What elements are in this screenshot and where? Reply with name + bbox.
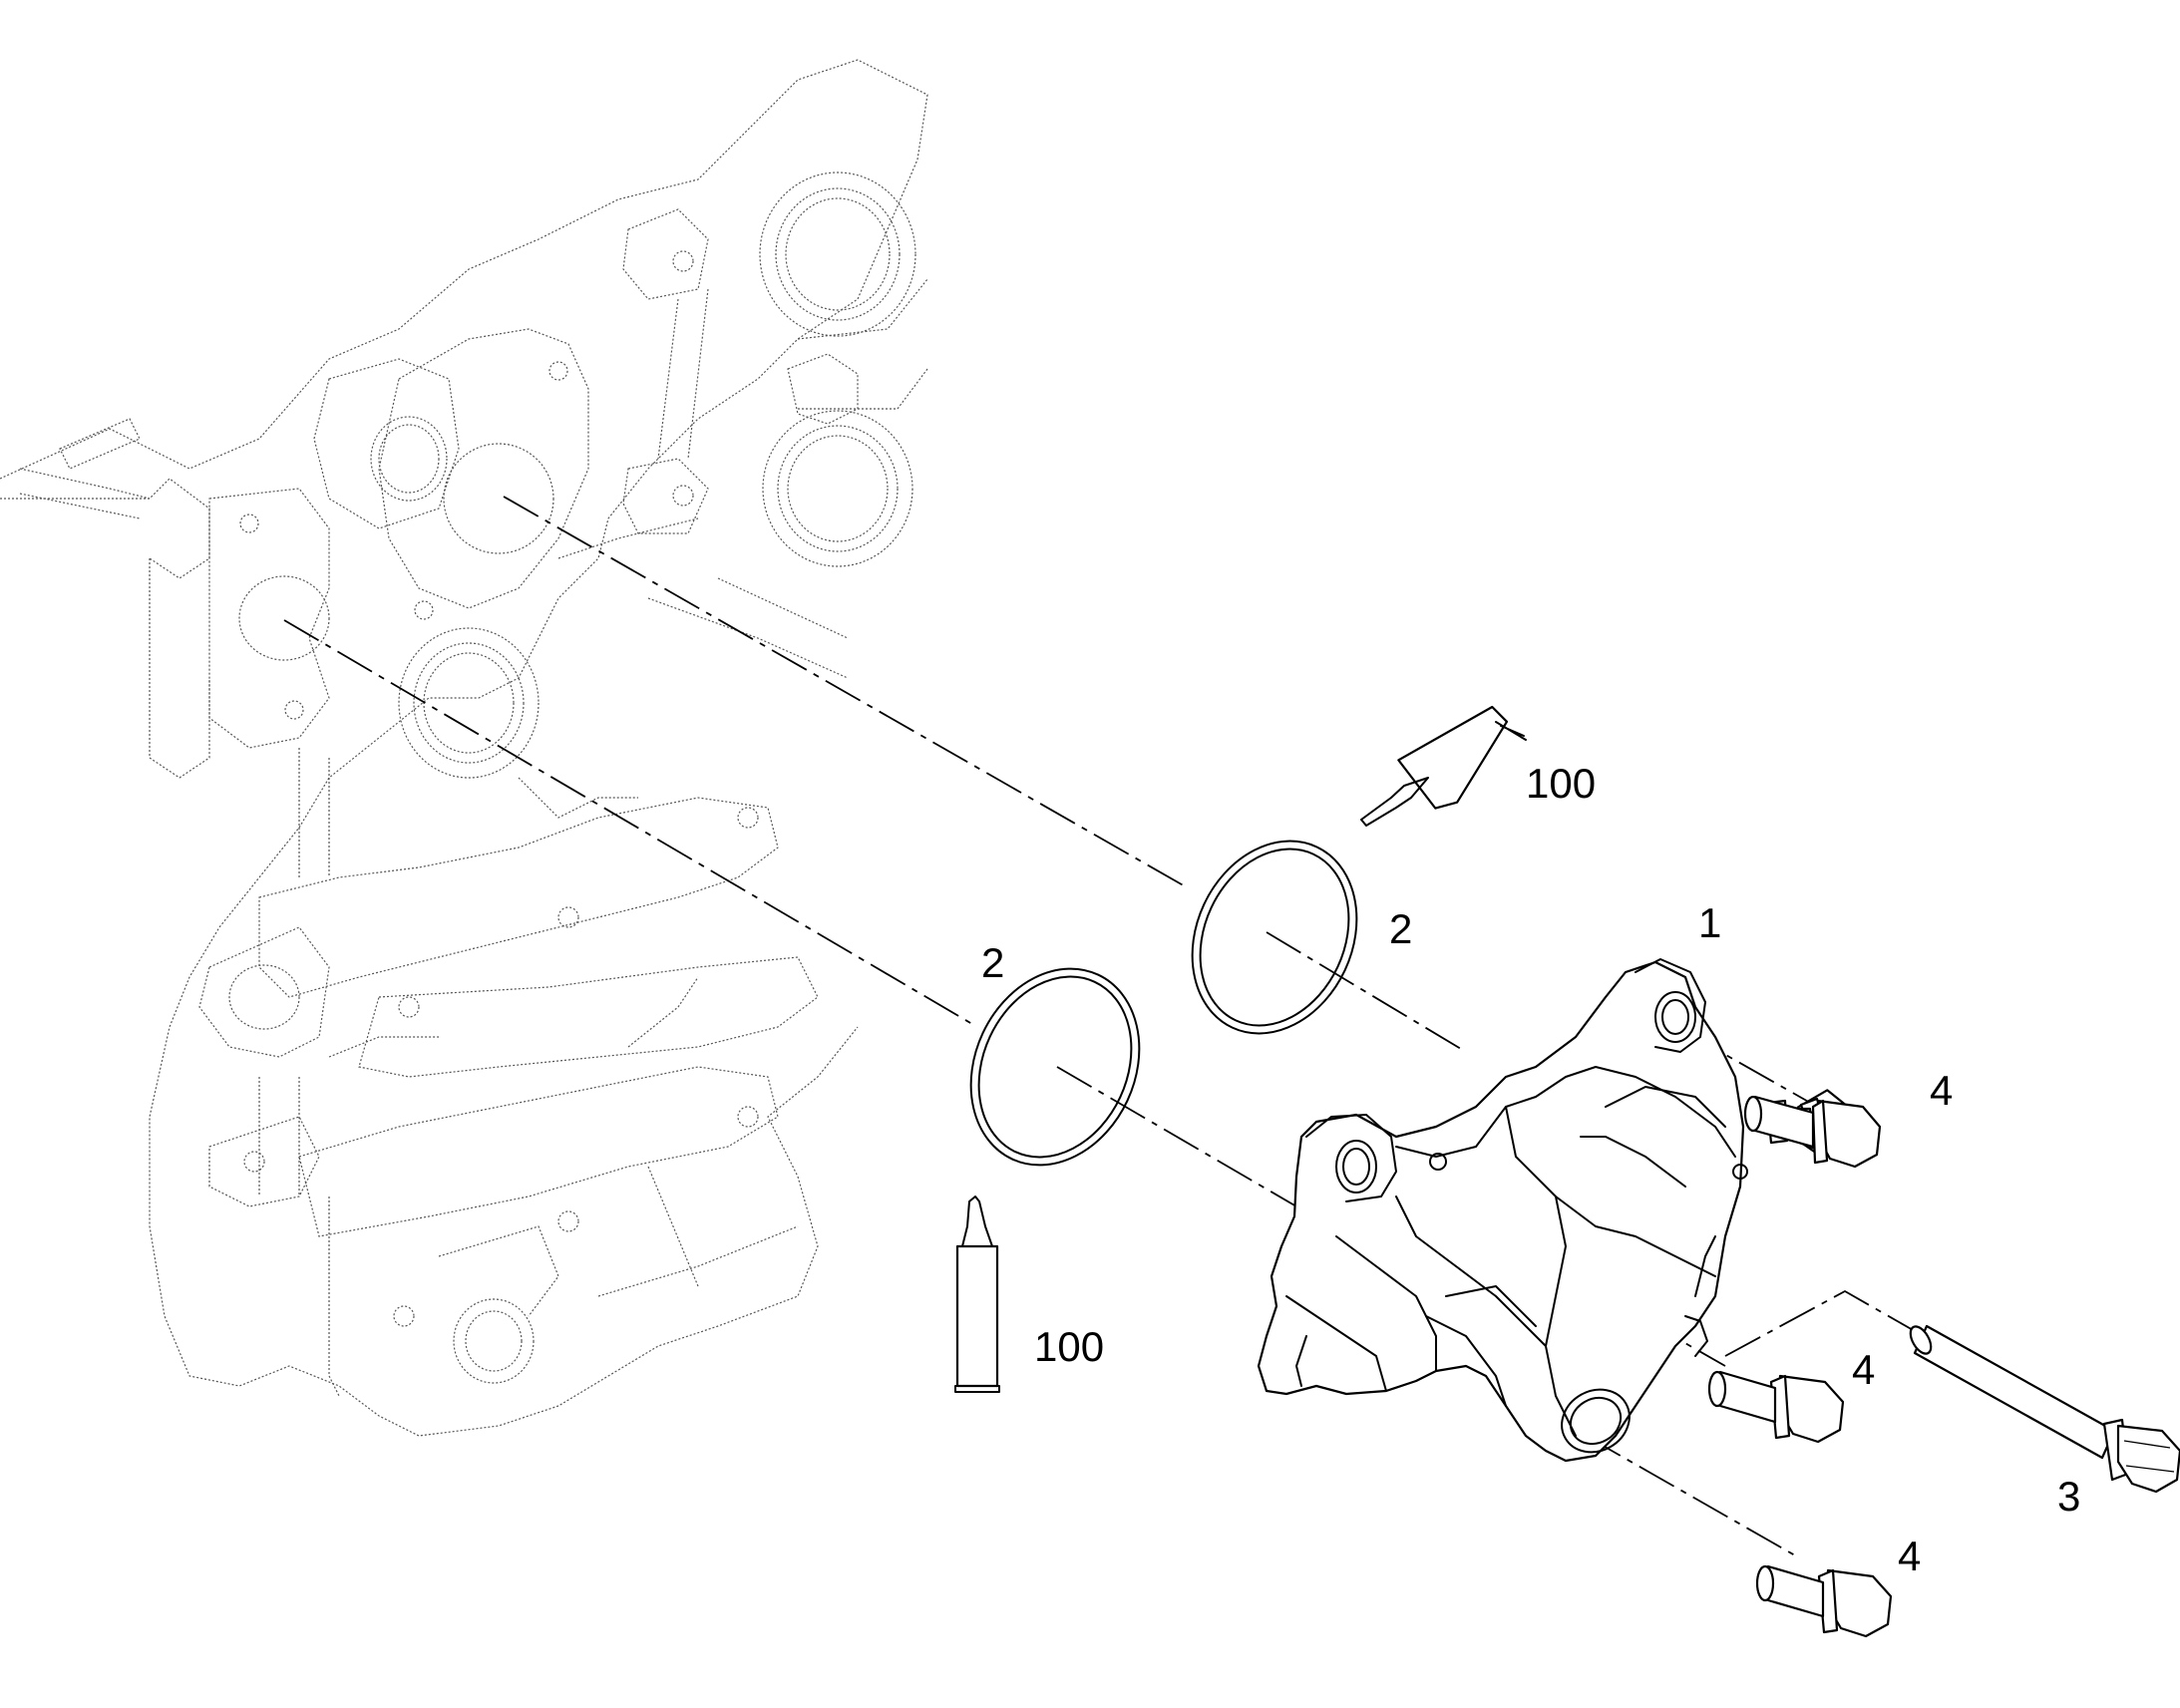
engine-block — [0, 59, 928, 1437]
callout-cover: 1 — [1698, 899, 1721, 946]
callout-sealant-upper: 100 — [1526, 760, 1596, 807]
callout-bolt-middle: 4 — [1852, 1346, 1875, 1393]
callout-o-ring-lower: 2 — [981, 939, 1004, 986]
sealant-tube-lower — [954, 1196, 1000, 1393]
o-ring-upper — [1191, 840, 1358, 1035]
o-ring-lower — [969, 967, 1141, 1167]
flange-bolt-upper — [1743, 1089, 1882, 1169]
sealant-tube-upper — [1360, 705, 1527, 827]
flange-bolt-middle — [1707, 1370, 1845, 1444]
callout-bolt-upper: 4 — [1930, 1067, 1953, 1114]
callout-sealant-lower: 100 — [1034, 1323, 1104, 1370]
callout-bolt-lower: 4 — [1898, 1533, 1921, 1579]
long-bolt — [1909, 1324, 2180, 1494]
callout-labels: 1 2 2 3 4 4 4 100 100 — [981, 760, 2080, 1579]
assembly-axis-lines — [283, 496, 1916, 1556]
flange-bolt-lower — [1755, 1564, 1893, 1638]
cover-housing — [1257, 958, 1748, 1463]
callout-long-bolt: 3 — [2057, 1473, 2080, 1520]
callout-o-ring-upper: 2 — [1389, 905, 1412, 952]
